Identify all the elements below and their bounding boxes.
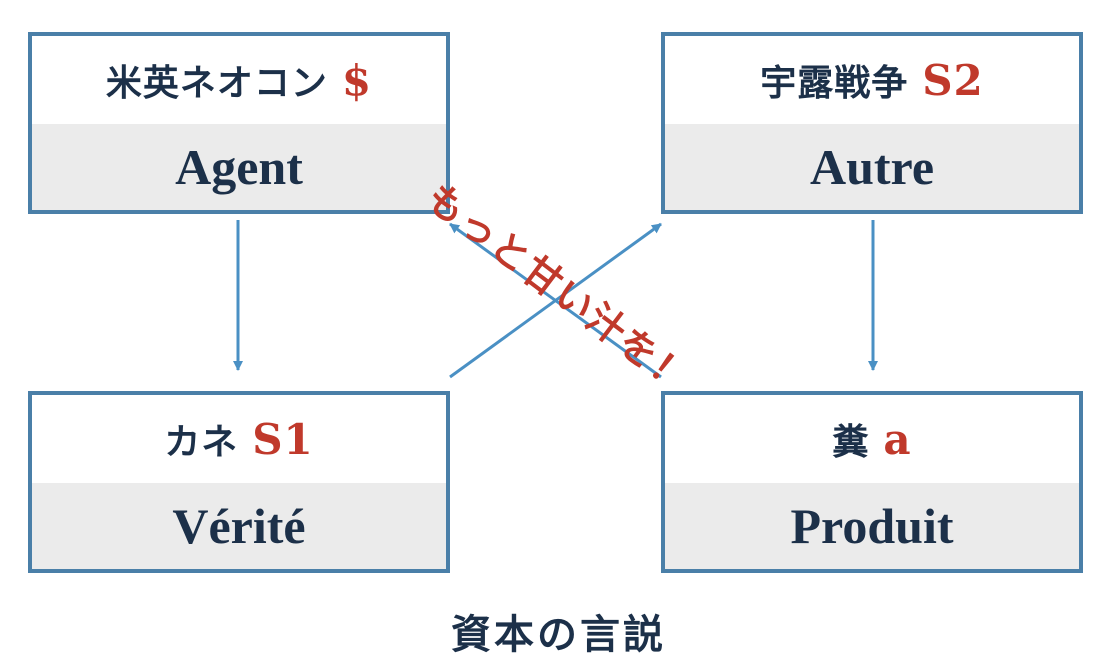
box-produit-role: Produit <box>665 483 1079 569</box>
box-verite-symbol: S1 <box>252 414 314 464</box>
arrow-produit-to-agent <box>449 222 662 379</box>
box-verite: カネ S1 Vérité <box>28 391 450 573</box>
box-produit-title-row: 糞 a <box>665 395 1079 483</box>
box-autre-title: 宇露戦争 <box>760 63 909 104</box>
box-autre-role: Autre <box>665 124 1079 210</box>
box-agent-role: Agent <box>32 124 446 210</box>
diagram-caption: 資本の言説 <box>451 612 666 658</box>
box-agent-title-row: 米英ネオコン $ <box>32 36 446 124</box>
box-produit-title: 糞 <box>832 422 870 463</box>
box-autre-title-row: 宇露戦争 S2 <box>665 36 1079 124</box>
box-agent-symbol: $ <box>341 55 373 105</box>
box-autre-symbol: S2 <box>922 55 984 105</box>
box-autre: 宇露戦争 S2 Autre <box>661 32 1083 214</box>
box-agent: 米英ネオコン $ Agent <box>28 32 450 214</box>
box-verite-title: カネ <box>164 422 239 463</box>
box-agent-title: 米英ネオコン <box>105 63 328 104</box>
box-produit-symbol: a <box>883 414 912 464</box>
box-verite-role: Vérité <box>32 483 446 569</box>
box-verite-title-row: カネ S1 <box>32 395 446 483</box>
box-produit: 糞 a Produit <box>661 391 1083 573</box>
